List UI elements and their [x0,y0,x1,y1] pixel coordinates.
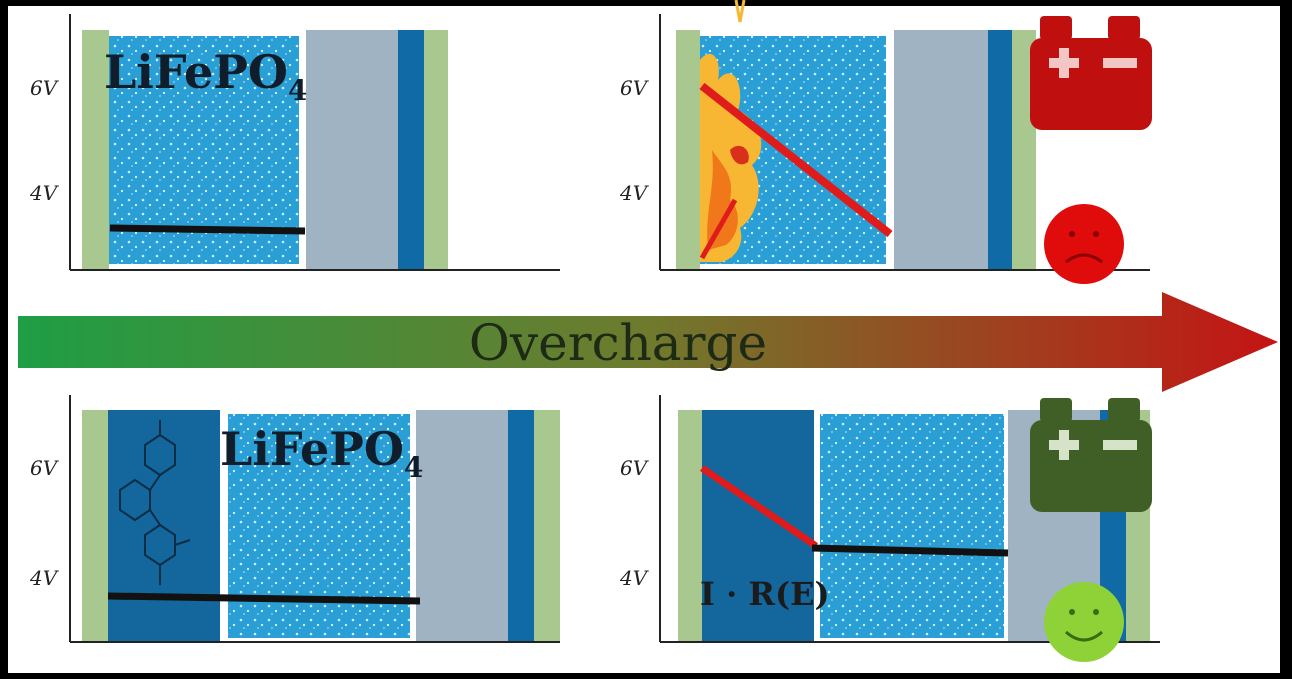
battery-icon [1030,16,1152,130]
fire-icon [700,0,762,262]
battery-icon [1030,398,1152,512]
voltage-line [107,592,421,605]
current-collector-left [678,410,702,642]
current-collector-right [534,410,560,642]
cathode-layer [820,414,1004,638]
separator-layer [416,410,508,642]
tick-label-6v: 6V [30,456,60,480]
tick-label-4v: 4V [619,566,650,590]
current-collector-left [82,30,109,270]
panel-bottom-right: 6V 4V I · R(E) [619,395,1160,662]
tick-label-6v: 6V [620,456,650,480]
tick-label-6v: 6V [620,76,650,100]
voltage-line [109,224,306,235]
tick-label-4v: 4V [29,566,60,590]
voltage-line [811,544,1009,557]
overcharge-label: Overcharge [469,314,767,372]
voltage-spike-line [699,198,738,260]
redox-shuttle-layer [702,410,814,642]
tick-label-4v: 4V [29,181,60,205]
panel-top-right: 6V 4V [619,0,1152,284]
panel-top-left: 6V 4V LiFePO4 [29,14,560,271]
separator-layer [306,30,398,270]
voltage-line-ir-drop [700,465,818,549]
happy-face-icon [1044,582,1124,662]
tick-label-4v: 4V [619,181,650,205]
current-collector-left [676,30,700,270]
ir-drop-label: I · R(E) [700,575,830,613]
material-label: LiFePO4 [104,45,307,107]
sad-face-icon [1044,204,1124,284]
molecule-icon [119,420,191,585]
overcharge-arrow: Overcharge [18,292,1278,392]
voltage-line-rising [699,82,893,238]
panel-bottom-left: 6V 4V LiFePO4 [29,395,560,643]
anode-layer [988,30,1012,270]
anode-layer [398,30,424,270]
current-collector-right [424,30,448,270]
redox-shuttle-layer [108,410,220,642]
anode-layer [508,410,534,642]
current-collector-left [82,410,108,642]
material-label: LiFePO4 [220,422,423,484]
tick-label-6v: 6V [30,76,60,100]
separator-layer [894,30,988,270]
